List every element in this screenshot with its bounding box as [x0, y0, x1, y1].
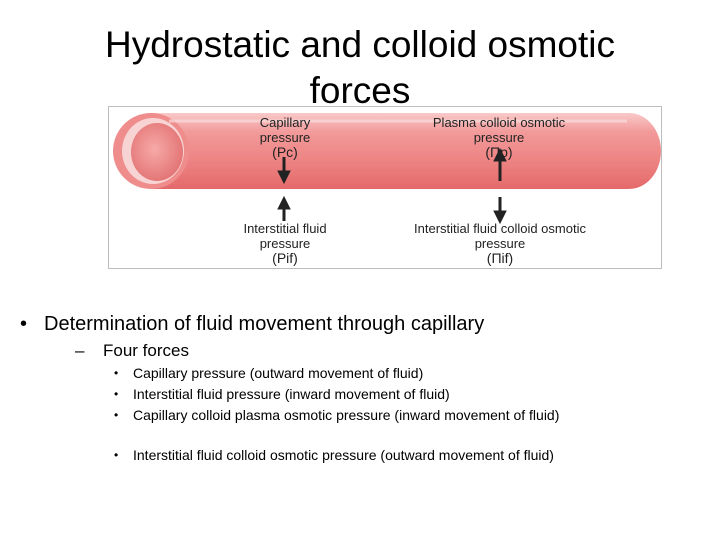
bullet-level3-item: • Capillary pressure (outward movement o…	[114, 365, 424, 381]
bullet-level2: – Four forces	[75, 341, 189, 360]
bullet-dot-icon: •	[114, 408, 119, 422]
arrow-plasma-colloid-up	[493, 147, 507, 181]
bullet-dot-icon: •	[114, 387, 119, 401]
label-capillary-pressure: Capillary pressure (Pc)	[237, 115, 333, 160]
bullet-dot-icon: •	[114, 448, 119, 462]
symbol-pc: (Pc)	[272, 144, 298, 160]
bullet-level3-item: • Capillary colloid plasma osmotic press…	[114, 407, 560, 423]
bullet-level1: • Determination of fluid movement throug…	[20, 313, 485, 335]
arrow-capillary-pressure-down	[277, 157, 291, 185]
symbol-piif: (Πif)	[486, 250, 514, 266]
label-interstitial-colloid: Interstitial fluid colloid osmotic press…	[395, 221, 605, 266]
arrow-interstitial-pressure-up	[277, 195, 291, 221]
capillary-diagram: Capillary pressure (Pc) Plasma colloid o…	[108, 106, 662, 269]
symbol-pip: (Πp)	[485, 144, 513, 160]
bullet-level3-item: • Interstitial fluid pressure (inward mo…	[114, 386, 450, 402]
label-plasma-colloid: Plasma colloid osmotic pressure (Πp)	[419, 115, 579, 160]
vessel-body	[151, 113, 661, 189]
label-interstitial-pressure: Interstitial fluid pressure (Pif)	[224, 221, 346, 266]
bullet-dot-icon: •	[20, 313, 28, 335]
capillary-vessel-graphic	[113, 113, 661, 225]
dash-icon: –	[75, 341, 85, 360]
symbol-pif: (Pif)	[272, 250, 298, 266]
bullet-dot-icon: •	[114, 366, 119, 380]
arrow-interstitial-colloid-down	[493, 197, 507, 225]
slide-title: Hydrostatic and colloid osmotic forces	[105, 24, 615, 111]
bullet-level3-item: • Interstitial fluid colloid osmotic pre…	[114, 447, 554, 463]
